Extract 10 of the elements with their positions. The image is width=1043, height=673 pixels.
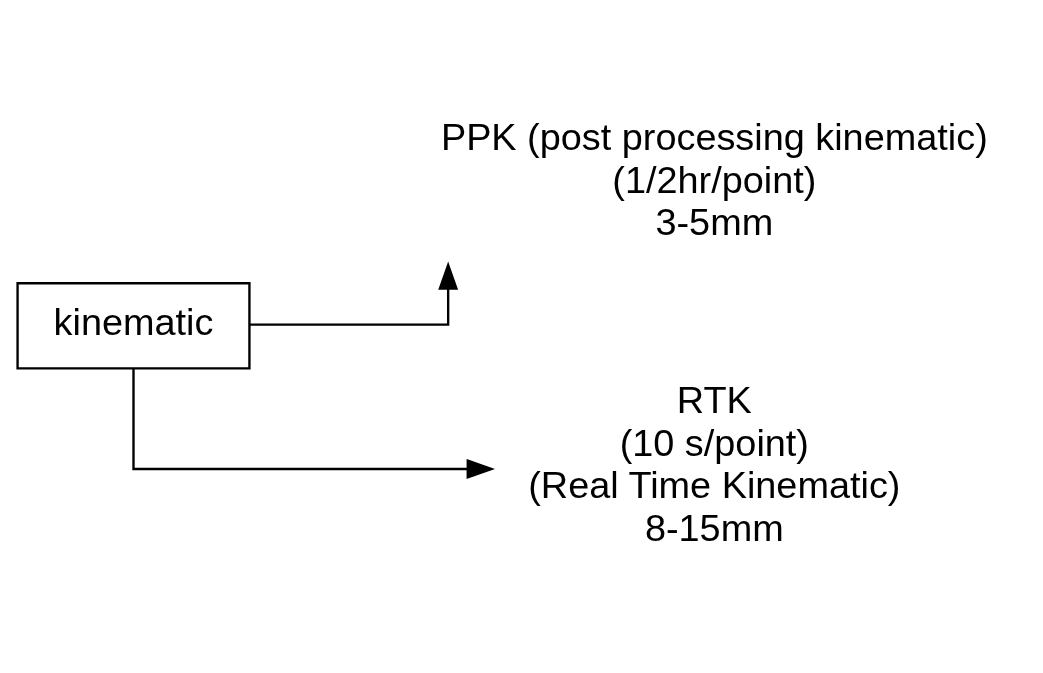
node-text: PPK (post processing kinematic) — [440, 116, 988, 159]
arrow — [249, 261, 459, 326]
node-label: (1/2hr/point) — [612, 158, 817, 201]
node-label: (Real Time Kinematic) — [528, 464, 901, 507]
node-label: (10 s/point) — [619, 421, 809, 464]
node-text: RTK — [676, 378, 752, 421]
node-label: 8-15mm — [644, 506, 784, 549]
node-box: kinematic — [16, 282, 251, 370]
arrow — [132, 368, 495, 479]
node-label: 3-5mm — [655, 201, 774, 244]
